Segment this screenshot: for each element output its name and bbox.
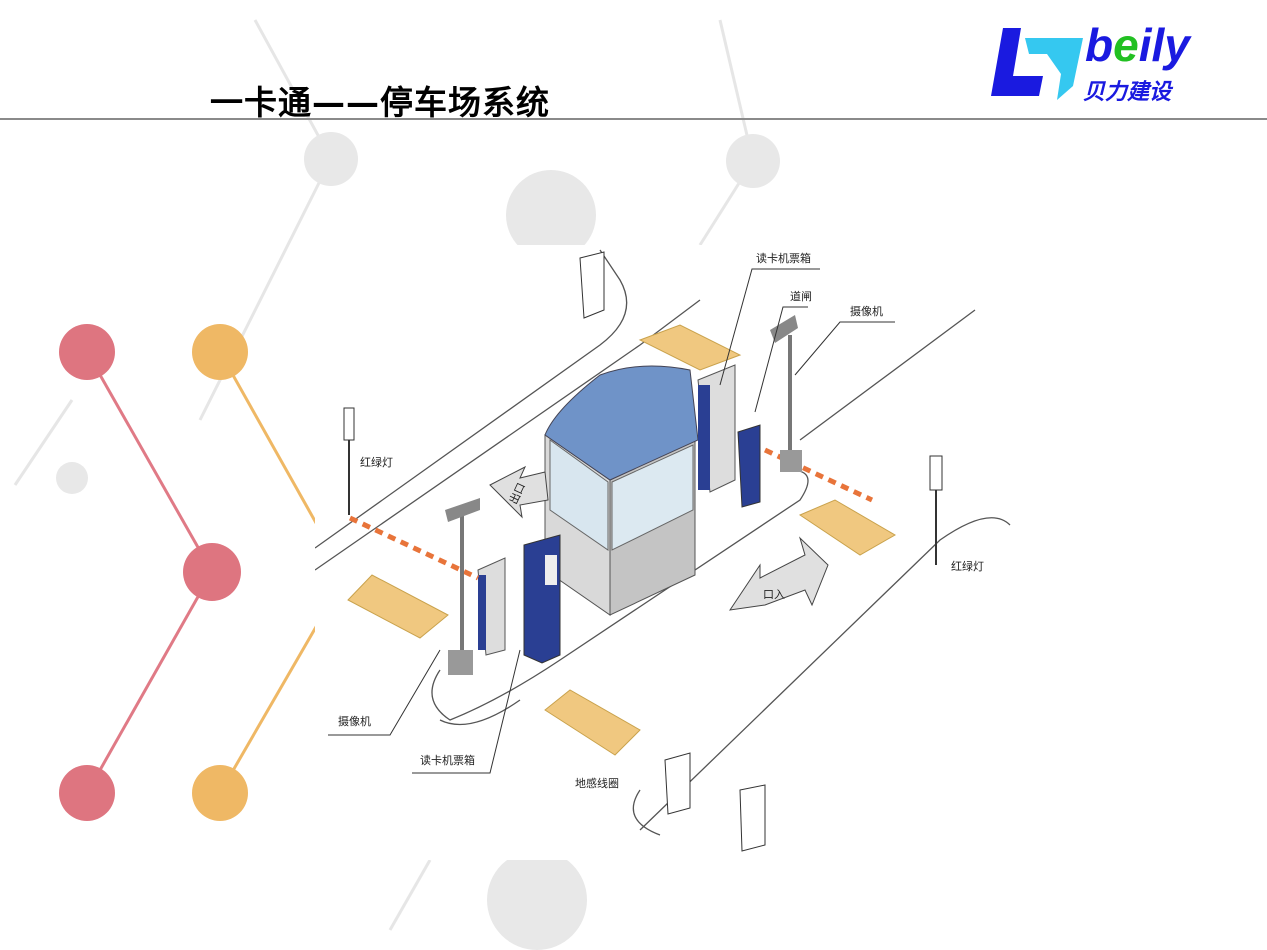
road-lines [315, 249, 1011, 836]
parking-system-diagram: 出口 口入 读卡机票箱 道闸 摄像机 红绿灯 红绿灯 摄像机 读卡机票箱 地感线… [315, 245, 1015, 860]
pink-network [85, 351, 214, 794]
logo-word: beily [1085, 19, 1190, 71]
traffic-light-label-right: 红绿灯 [951, 559, 984, 573]
card-reader-label-bottom: 读卡机票箱 [420, 753, 475, 767]
traffic-light-label-left: 红绿灯 [360, 455, 393, 469]
card-reader-booths [477, 364, 761, 664]
cameras [445, 315, 802, 675]
traffic-lights [343, 407, 943, 565]
beily-logo: beily 贝力建设 [985, 19, 1240, 105]
logo-mark-icon [991, 28, 1083, 100]
camera-label-top: 摄像机 [850, 304, 883, 318]
camera-label-bottom: 摄像机 [338, 714, 371, 728]
toll-booth [544, 365, 699, 616]
grey-circles [56, 132, 780, 950]
entrance-label: 口入 [763, 588, 785, 601]
logo-chinese: 贝力建设 [1083, 80, 1172, 105]
leader-lines [328, 268, 895, 774]
ground-loops [347, 324, 896, 756]
card-reader-label-top: 读卡机票箱 [756, 251, 811, 265]
ground-loop-label: 地感线圈 [575, 776, 619, 790]
page-title: 一卡通——停车场系统 [210, 83, 550, 122]
title-divider [0, 118, 1267, 120]
bollards [579, 251, 766, 852]
direction-arrows [489, 465, 829, 611]
orange-network [218, 351, 322, 794]
barrier-gate-label: 道闸 [790, 289, 812, 303]
